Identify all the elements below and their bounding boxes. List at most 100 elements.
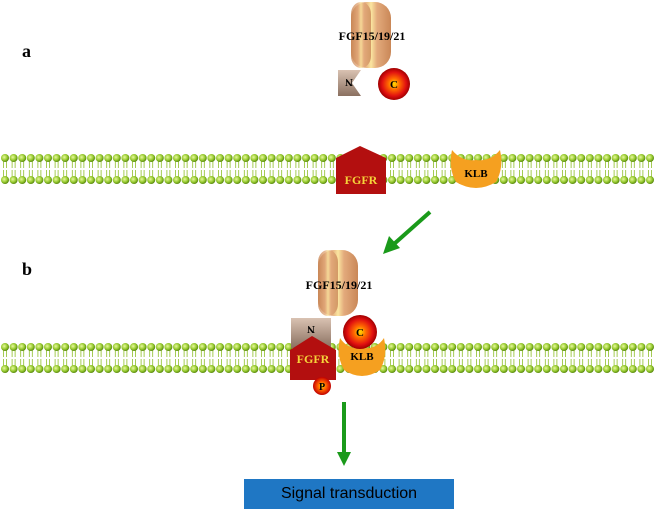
- signal-transduction-label: Signal transduction: [280, 485, 418, 502]
- lipid-head: [35, 365, 44, 373]
- lipid-head: [508, 176, 517, 184]
- lipid-head: [431, 176, 439, 184]
- lipid-head: [542, 176, 551, 184]
- lipid-head: [35, 343, 44, 351]
- lipid-head: [620, 154, 629, 162]
- lipid-head: [44, 365, 52, 373]
- lipid-head: [508, 365, 517, 373]
- lipid-head: [302, 154, 310, 162]
- lipid-head: [499, 343, 508, 351]
- lipid-head: [61, 343, 70, 351]
- lipid-head: [560, 343, 568, 351]
- lipid-head: [405, 154, 414, 162]
- lipid-head: [138, 343, 147, 351]
- lipid-head: [181, 176, 190, 184]
- lipid-head: [448, 343, 457, 351]
- lipid-head: [628, 176, 637, 184]
- lipid-head: [336, 365, 345, 373]
- lipid-head: [568, 343, 577, 351]
- lipid-head: [542, 343, 551, 351]
- lipid-head: [560, 176, 568, 184]
- c-domain-a-label: C: [390, 79, 398, 91]
- lipid-head: [78, 365, 87, 373]
- lipid-head: [499, 176, 508, 184]
- lipid-head: [568, 154, 577, 162]
- lipid-head: [198, 176, 207, 184]
- lipid-head: [164, 365, 173, 373]
- lipid-head: [112, 343, 121, 351]
- fgfr-receptor-a: [336, 146, 386, 194]
- phospho-group-label: P: [319, 382, 325, 393]
- lipid-head: [130, 343, 138, 351]
- lipid-head: [293, 154, 302, 162]
- lipid-head: [95, 365, 104, 373]
- lipid-head: [620, 365, 629, 373]
- c-domain-b: [343, 315, 377, 349]
- lipid-head: [224, 343, 233, 351]
- lipid-head: [491, 365, 500, 373]
- lipid-head: [577, 154, 586, 162]
- lipid-head: [198, 343, 207, 351]
- lipid-head: [69, 176, 78, 184]
- lipid-head: [1, 365, 9, 373]
- ligand-a-label: FGF15/19/21: [339, 29, 406, 43]
- lipid-head: [637, 176, 646, 184]
- lipid-head: [310, 154, 319, 162]
- lipid-head: [620, 176, 629, 184]
- lipid-head: [1, 176, 9, 184]
- lipid-head: [413, 176, 422, 184]
- lipid-head: [422, 343, 431, 351]
- lipid-head: [603, 176, 611, 184]
- lipid-head: [18, 154, 27, 162]
- lipid-head: [525, 176, 534, 184]
- lipid-head: [173, 343, 181, 351]
- lipid-head: [130, 176, 138, 184]
- lipid-head: [233, 343, 242, 351]
- signal-arrow: [337, 402, 351, 466]
- lipid-head: [611, 176, 620, 184]
- lipid-head: [611, 365, 620, 373]
- lipid-head: [147, 176, 156, 184]
- lipid-head: [525, 343, 534, 351]
- lipid-head: [61, 176, 70, 184]
- lipid-head: [431, 365, 439, 373]
- lipid-head: [319, 154, 328, 162]
- lipid-head: [637, 365, 646, 373]
- lipid-head: [525, 365, 534, 373]
- lipid-head: [302, 176, 310, 184]
- lipid-head: [250, 343, 259, 351]
- lipid-head: [594, 176, 603, 184]
- lipid-head: [121, 176, 130, 184]
- klb-coreceptor-b: [338, 338, 386, 376]
- phospho-group: [313, 377, 331, 395]
- lipid-head: [603, 365, 611, 373]
- lipid-head: [207, 154, 216, 162]
- lipid-head: [585, 176, 594, 184]
- lipid-head: [190, 176, 199, 184]
- lipid-head: [181, 154, 190, 162]
- lipid-head: [155, 154, 164, 162]
- lipid-head: [284, 176, 293, 184]
- lipid-head: [190, 343, 199, 351]
- panel-a-label: a: [22, 41, 31, 61]
- lipid-head: [585, 365, 594, 373]
- lipid-head: [121, 343, 130, 351]
- lipid-head: [87, 343, 95, 351]
- lipid-head: [276, 365, 285, 373]
- lipid-head: [95, 154, 104, 162]
- lipid-head: [138, 176, 147, 184]
- lipid-head: [18, 176, 27, 184]
- activation-arrow: [383, 210, 432, 254]
- klb-coreceptor-a: [450, 150, 502, 188]
- lipid-head: [216, 176, 224, 184]
- c-domain-b-label: C: [356, 327, 364, 339]
- lipid-head: [87, 176, 95, 184]
- lipid-head: [207, 365, 216, 373]
- lipid-head: [413, 343, 422, 351]
- lipid-head: [95, 176, 104, 184]
- lipid-head: [121, 154, 130, 162]
- lipid-head: [499, 154, 508, 162]
- lipid-head: [121, 365, 130, 373]
- lipid-head: [551, 154, 560, 162]
- lipid-head: [1, 343, 9, 351]
